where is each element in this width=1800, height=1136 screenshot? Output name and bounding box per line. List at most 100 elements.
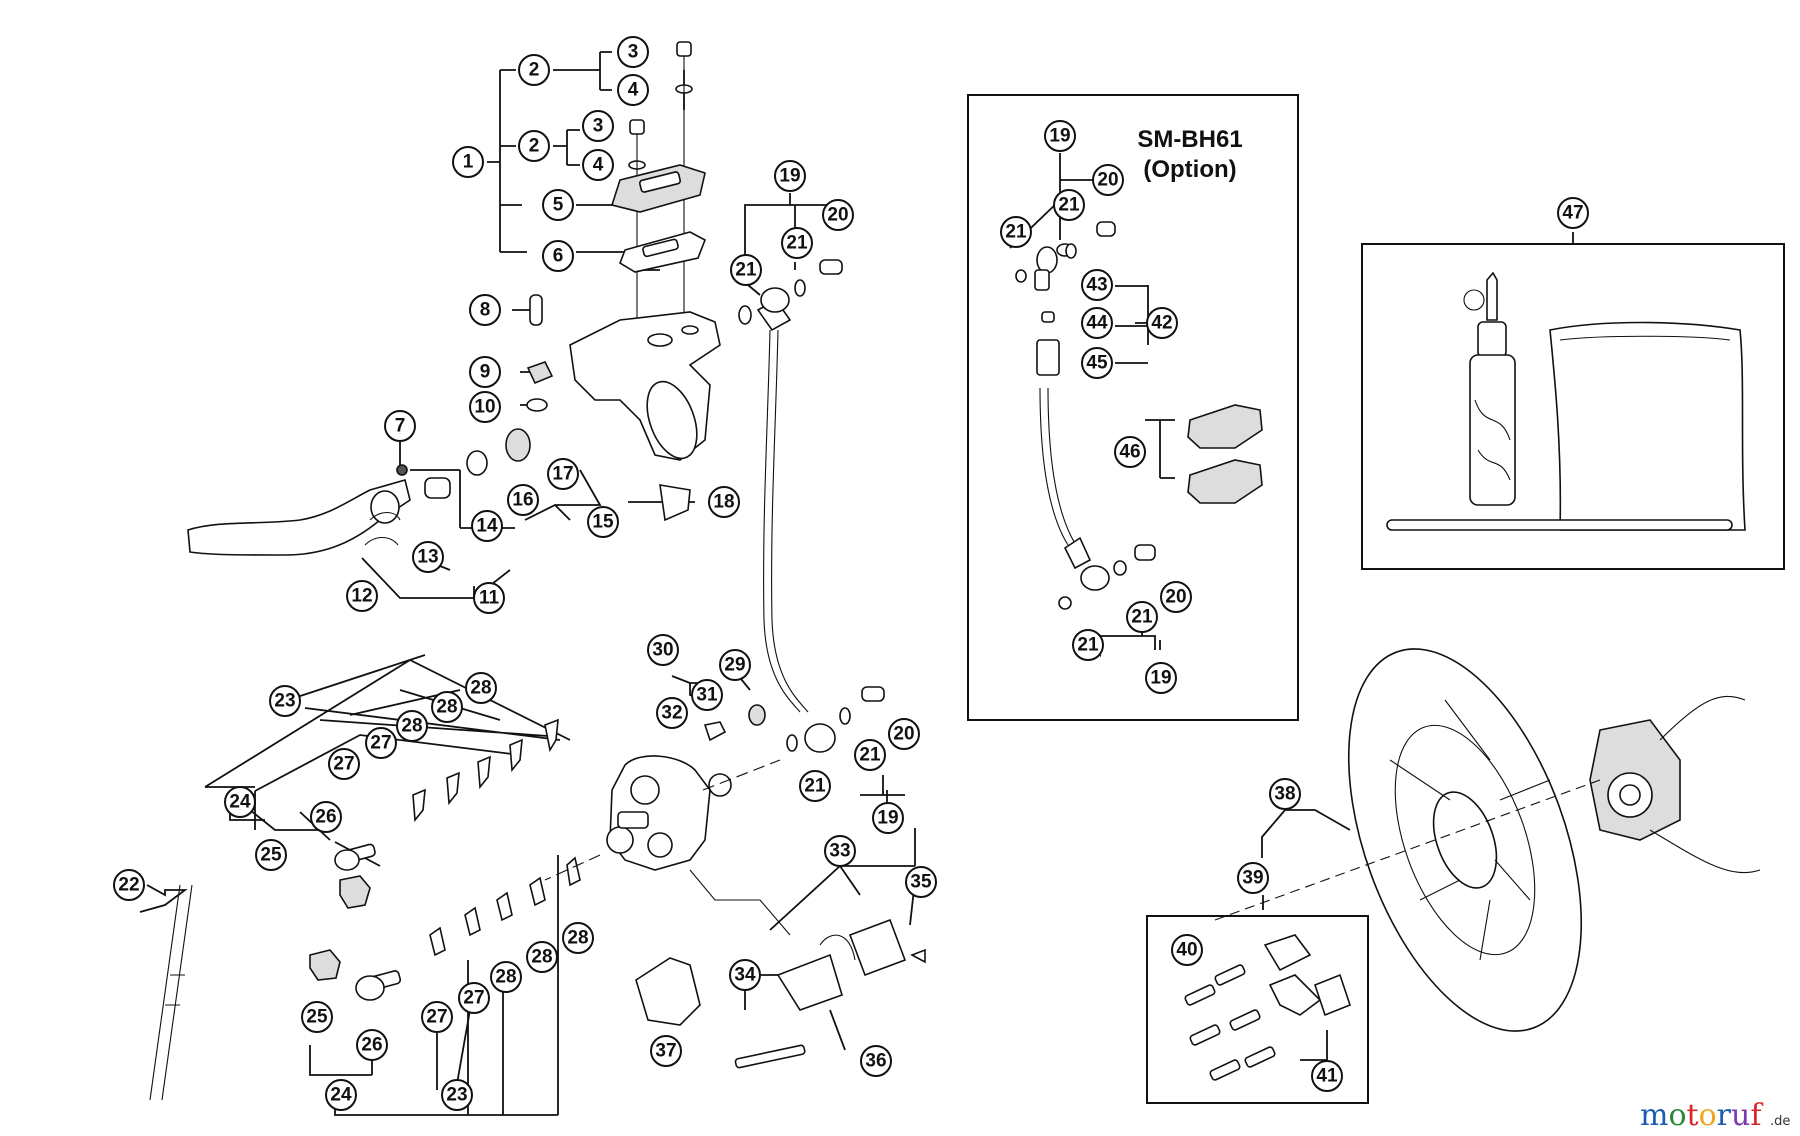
callout-46: 46 — [1114, 436, 1146, 468]
svg-text:21: 21 — [1077, 635, 1099, 656]
watermark-letter: o — [1699, 1098, 1717, 1133]
svg-text:2: 2 — [529, 136, 540, 157]
svg-text:37: 37 — [655, 1041, 676, 1062]
callout-10: 10 — [469, 391, 501, 423]
svg-text:32: 32 — [661, 703, 682, 724]
callout-19: 19 — [774, 160, 806, 192]
callout-4: 4 — [617, 74, 649, 106]
callout-42: 42 — [1146, 307, 1178, 339]
svg-text:28: 28 — [495, 967, 516, 988]
svg-text:4: 4 — [593, 155, 604, 176]
callout-18: 18 — [708, 486, 740, 518]
callout-19: 19 — [1044, 120, 1076, 152]
svg-text:19: 19 — [1049, 126, 1070, 147]
svg-text:21: 21 — [859, 745, 881, 766]
svg-text:34: 34 — [734, 965, 756, 986]
svg-text:9: 9 — [480, 362, 491, 383]
svg-text:15: 15 — [592, 512, 614, 533]
callout-33: 33 — [824, 835, 856, 867]
callout-45: 45 — [1081, 347, 1113, 379]
callout-24: 24 — [224, 786, 256, 818]
svg-text:33: 33 — [829, 841, 850, 862]
callout-23: 23 — [269, 685, 301, 717]
callout-4: 4 — [582, 149, 614, 181]
watermark-tld: .de — [1770, 1114, 1790, 1129]
callout-28: 28 — [465, 672, 497, 704]
svg-text:41: 41 — [1316, 1066, 1338, 1087]
svg-text:24: 24 — [330, 1085, 352, 1106]
svg-text:20: 20 — [893, 724, 914, 745]
callout-26: 26 — [356, 1029, 388, 1061]
watermark-logo: motoruf .de — [1640, 1098, 1790, 1133]
callout-12: 12 — [346, 580, 378, 612]
callout-5: 5 — [542, 189, 574, 221]
svg-text:6: 6 — [553, 246, 564, 267]
svg-text:21: 21 — [1005, 222, 1027, 243]
svg-text:10: 10 — [474, 397, 495, 418]
callout-39: 39 — [1237, 862, 1269, 894]
callout-1: 1 — [452, 146, 484, 178]
svg-text:19: 19 — [1150, 668, 1171, 689]
callout-28: 28 — [396, 710, 428, 742]
svg-text:23: 23 — [274, 691, 295, 712]
svg-text:14: 14 — [476, 516, 498, 537]
svg-text:25: 25 — [306, 1007, 328, 1028]
watermark-letter: t — [1687, 1098, 1699, 1133]
callout-21: 21 — [1072, 629, 1104, 661]
svg-text:20: 20 — [1097, 170, 1118, 191]
svg-text:28: 28 — [401, 716, 422, 737]
svg-text:21: 21 — [786, 233, 808, 254]
leader-lines — [139, 51, 1574, 1116]
svg-text:2: 2 — [529, 60, 540, 81]
svg-text:8: 8 — [480, 300, 491, 321]
svg-text:24: 24 — [229, 792, 251, 813]
callout-3: 3 — [582, 110, 614, 142]
callout-28: 28 — [431, 691, 463, 723]
svg-text:27: 27 — [370, 733, 391, 754]
svg-text:28: 28 — [531, 947, 552, 968]
callout-38: 38 — [1269, 778, 1301, 810]
option-box-hose-kit: SM-BH61 (Option) — [967, 94, 1299, 721]
svg-text:38: 38 — [1274, 784, 1295, 805]
svg-text:39: 39 — [1242, 868, 1263, 889]
svg-text:21: 21 — [804, 776, 826, 797]
callout-21: 21 — [730, 254, 762, 286]
callout-27: 27 — [328, 748, 360, 780]
callout-2: 2 — [518, 130, 550, 162]
svg-text:44: 44 — [1086, 313, 1108, 334]
callout-27: 27 — [458, 982, 490, 1014]
callout-24: 24 — [325, 1079, 357, 1111]
svg-text:17: 17 — [552, 464, 573, 485]
callout-28: 28 — [526, 941, 558, 973]
svg-text:47: 47 — [1562, 203, 1583, 224]
callout-21: 21 — [799, 770, 831, 802]
callout-36: 36 — [860, 1045, 892, 1077]
callout-40: 40 — [1171, 934, 1203, 966]
svg-text:23: 23 — [446, 1085, 467, 1106]
callout-9: 9 — [469, 356, 501, 388]
callout-25: 25 — [255, 839, 287, 871]
callout-20: 20 — [888, 718, 920, 750]
callout-11: 11 — [473, 582, 505, 614]
svg-text:7: 7 — [395, 416, 406, 437]
svg-text:1: 1 — [463, 152, 474, 173]
callout-3: 3 — [617, 36, 649, 68]
watermark-letter: o — [1668, 1098, 1686, 1133]
caliper-assembly — [149, 686, 926, 1101]
svg-text:22: 22 — [118, 875, 139, 896]
svg-text:4: 4 — [628, 80, 639, 101]
callout-31: 31 — [691, 679, 723, 711]
callout-21: 21 — [1053, 189, 1085, 221]
option-model-label: SM-BH61 — [1137, 126, 1242, 153]
watermark-letter: r — [1717, 1098, 1732, 1133]
callout-37: 37 — [650, 1035, 682, 1067]
watermark-brand: motoruf — [1640, 1098, 1763, 1133]
svg-text:30: 30 — [652, 640, 673, 661]
svg-text:3: 3 — [593, 116, 604, 137]
svg-text:35: 35 — [910, 872, 932, 893]
svg-text:27: 27 — [426, 1007, 447, 1028]
svg-text:42: 42 — [1151, 313, 1172, 334]
svg-text:11: 11 — [479, 588, 500, 609]
callout-21: 21 — [1126, 601, 1158, 633]
